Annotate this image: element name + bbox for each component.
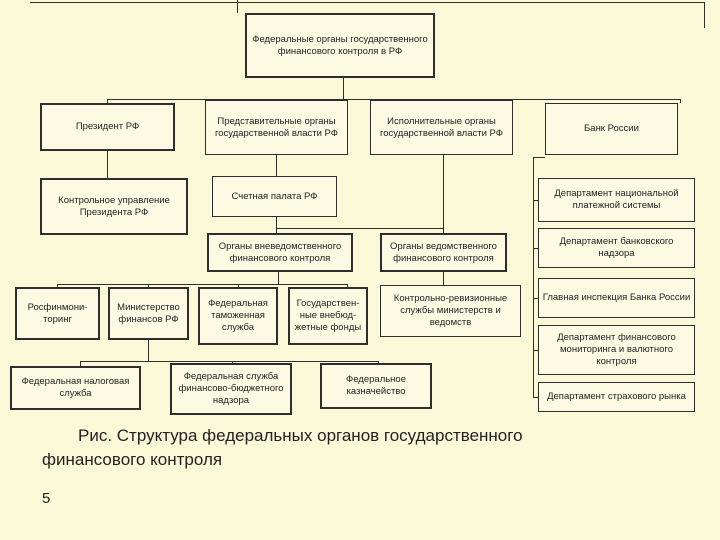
connector [107, 99, 681, 100]
node-control-directorate: Контрольное управление Президента РФ [40, 178, 188, 235]
connector [443, 155, 444, 233]
connector [148, 284, 149, 287]
connector [443, 272, 444, 285]
connector [238, 284, 239, 287]
connector [232, 361, 233, 363]
connector [533, 200, 538, 201]
node-control-revision-services: Контрольно-ревизионные службы министерст… [380, 285, 521, 337]
node-departmental-control: Органы ведомственного финансового контро… [380, 233, 507, 272]
frame-tick-left [237, 0, 238, 13]
connector [57, 284, 348, 285]
node-executive-organs: Исполнительные органы государственной вл… [370, 100, 513, 155]
connector [276, 228, 444, 229]
connector [347, 284, 348, 287]
node-chief-inspection-bank: Главная инспекция Банка России [538, 278, 695, 318]
node-dept-banking-supervision: Департамент банковского надзора [538, 228, 695, 268]
node-president: Президент РФ [40, 103, 175, 151]
figure-caption: Рис. Структура федеральных органов госуд… [42, 426, 523, 469]
node-extrabudgetary-funds: Государствен-ные внебюд-жетные фонды [288, 287, 368, 345]
node-customs-service: Федеральная таможенная служба [198, 287, 278, 345]
connector [278, 272, 279, 284]
node-rosfinmonitoring: Росфинмони-торинг [15, 287, 100, 340]
connector [80, 361, 81, 366]
node-dept-financial-monitoring: Департамент финансового мониторинга и ва… [538, 325, 695, 375]
node-non-departmental-control: Органы вневедомственного финансового кон… [207, 233, 353, 272]
connector [276, 217, 277, 233]
connector [107, 99, 108, 103]
connector [533, 248, 538, 249]
node-representative-organs: Представительные органы государственной … [205, 100, 348, 155]
connector [378, 361, 379, 363]
connector [533, 397, 538, 398]
connector [148, 340, 149, 361]
node-fiscal-budget-supervision: Федеральная служба финансово-бюджетного … [170, 363, 292, 415]
connector [57, 284, 58, 287]
connector [533, 157, 534, 397]
node-accounts-chamber: Счетная палата РФ [212, 176, 337, 217]
connector [276, 155, 277, 176]
node-dept-national-payment-system: Департамент национальной платежной систе… [538, 178, 695, 222]
connector [533, 157, 545, 158]
node-ministry-of-finance: Министерство финансов РФ [108, 287, 189, 340]
node-dept-insurance-market: Департамент страхового рынка [538, 382, 695, 412]
connector [533, 350, 538, 351]
node-tax-service: Федеральная налоговая служба [10, 366, 141, 410]
connector [80, 361, 379, 362]
page-number: 5 [42, 490, 51, 507]
connector [533, 298, 538, 299]
node-federal-treasury: Федеральное казначейство [320, 363, 432, 409]
frame-tick-right [704, 2, 705, 28]
connector [343, 78, 344, 99]
frame-top-line [30, 2, 705, 3]
node-federal-organs: Федеральные органы государственного фина… [245, 13, 435, 78]
connector [680, 99, 681, 103]
connector [107, 151, 108, 178]
node-bank-of-russia: Банк России [545, 103, 678, 155]
